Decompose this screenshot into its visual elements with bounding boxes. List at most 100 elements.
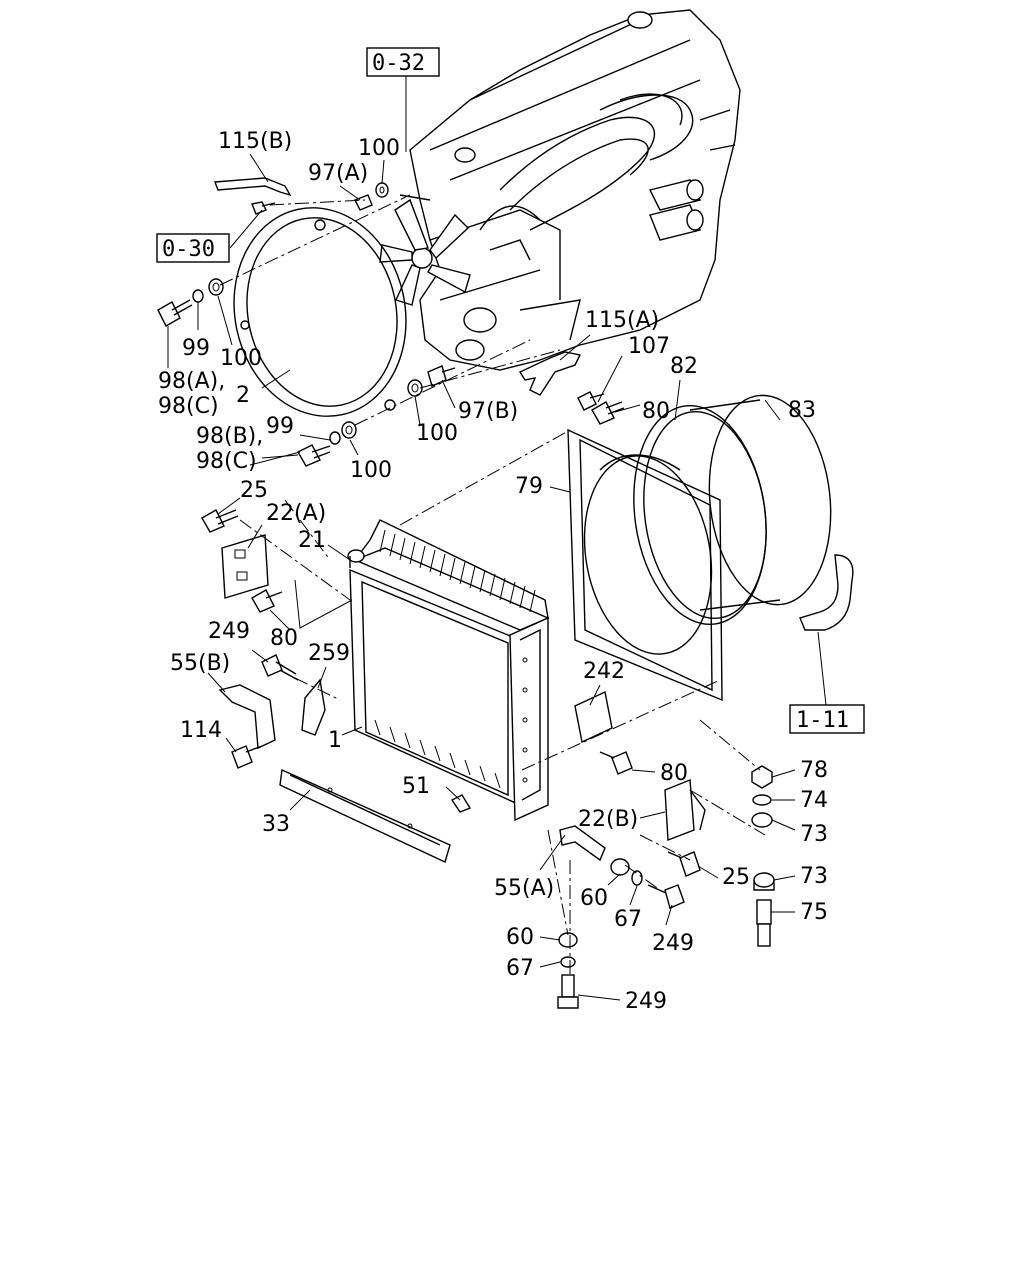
label-100: 100 — [220, 346, 262, 371]
washer-99-lower — [329, 431, 341, 445]
bracket-259 — [301, 678, 326, 736]
label-79: 79 — [515, 474, 543, 499]
label-100: 100 — [350, 458, 392, 483]
sensor-249-low — [557, 974, 579, 1009]
radiator-1 — [347, 519, 550, 822]
label-83: 83 — [788, 398, 816, 423]
ref-label-0-32: 0-32 — [372, 51, 425, 76]
hose-1-11 — [799, 554, 854, 631]
support-channel-33 — [279, 768, 451, 863]
label-97a: 97(A) — [308, 161, 368, 186]
plate-242 — [574, 690, 613, 744]
label-100: 100 — [416, 421, 458, 446]
label-60: 60 — [580, 886, 608, 911]
shroud-ring-83 — [689, 394, 832, 611]
label-1: 1 — [328, 728, 342, 753]
label-74: 74 — [800, 788, 828, 813]
stud-75 — [756, 899, 772, 947]
label-242: 242 — [583, 659, 625, 684]
label-75: 75 — [800, 900, 828, 925]
bracket-55b — [218, 684, 276, 750]
leader-lines — [167, 76, 827, 1001]
label-249: 249 — [652, 931, 694, 956]
ref-box-1-11[interactable]: 1-11 — [789, 704, 865, 734]
label-98c: 98(C) — [196, 449, 257, 474]
grommet-60-low — [558, 932, 578, 948]
ref-label-1-11: 1-11 — [796, 708, 849, 733]
label-22a: 22(A) — [266, 501, 326, 526]
bracket-22b — [664, 778, 706, 841]
bolt-25-lower — [667, 851, 701, 877]
fan-shroud-ring-2 — [233, 207, 407, 417]
label-78: 78 — [800, 758, 828, 783]
ref-box-0-30[interactable]: 0-30 — [156, 233, 230, 263]
part-labels: 115(B) 100 97(A) 99 100 98(A), 98(C) 2 1… — [158, 129, 828, 1014]
cushion-73-lower — [753, 872, 775, 891]
label-73: 73 — [800, 822, 828, 847]
label-67: 67 — [614, 907, 642, 932]
bolt-80-left — [251, 589, 283, 613]
label-25: 25 — [240, 478, 268, 503]
cushion-73-upper — [751, 812, 773, 828]
bolt-80-top — [591, 401, 625, 425]
cooling-fan — [379, 194, 471, 306]
label-259: 259 — [308, 641, 350, 666]
sensor-249-mid — [647, 884, 685, 909]
nut-78 — [751, 765, 773, 789]
label-115b: 115(B) — [218, 129, 292, 154]
washer-67-mid — [631, 870, 643, 886]
label-33: 33 — [262, 812, 290, 837]
label-249: 249 — [208, 619, 250, 644]
bolt-98a — [157, 299, 193, 327]
label-25: 25 — [722, 865, 750, 890]
bracket-22a — [221, 534, 269, 599]
label-98b: 98(B), — [196, 424, 263, 449]
ref-box-0-32[interactable]: 0-32 — [366, 47, 440, 77]
washer-100-top — [375, 182, 389, 198]
label-114: 114 — [180, 718, 222, 743]
washer-100-upper — [208, 278, 224, 296]
label-80: 80 — [270, 626, 298, 651]
label-80: 80 — [660, 761, 688, 786]
bolt-98b — [297, 444, 331, 467]
label-51: 51 — [402, 774, 430, 799]
spacer-97a — [354, 194, 373, 211]
bracket-115a — [518, 351, 582, 396]
washer-99-upper — [192, 289, 204, 303]
label-82: 82 — [670, 354, 698, 379]
sensor-249-left — [261, 654, 299, 681]
shroud-ring-82 — [633, 404, 767, 626]
label-2: 2 — [236, 383, 250, 408]
label-99: 99 — [266, 414, 294, 439]
label-98a: 98(A), — [158, 369, 225, 394]
label-60: 60 — [506, 925, 534, 950]
label-99: 99 — [182, 336, 210, 361]
spacer-97b — [427, 365, 456, 387]
ref-label-0-30: 0-30 — [162, 237, 215, 262]
washer-67-low — [560, 956, 576, 968]
washer-100-lower — [341, 421, 357, 439]
bracket-115b — [214, 177, 292, 197]
label-249: 249 — [625, 989, 667, 1014]
label-55b: 55(B) — [170, 651, 230, 676]
bolt-80-right — [599, 751, 633, 775]
bolt-25-upper — [201, 509, 239, 533]
label-97b: 97(B) — [458, 399, 518, 424]
label-115a: 115(A) — [585, 308, 659, 333]
label-67: 67 — [506, 956, 534, 981]
label-73: 73 — [800, 864, 828, 889]
label-107: 107 — [628, 334, 670, 359]
grommet-60-mid — [610, 858, 630, 876]
label-22b: 22(B) — [578, 807, 638, 832]
bracket-55a — [559, 825, 606, 862]
shroud-79 — [567, 428, 723, 702]
bolt-114 — [231, 745, 263, 769]
washer-100-middle — [407, 379, 423, 397]
bolt-0-30 — [251, 201, 276, 215]
label-98c: 98(C) — [158, 394, 219, 419]
assembly-center-lines — [219, 194, 766, 975]
label-55a: 55(A) — [494, 876, 554, 901]
engine-block — [409, 9, 741, 371]
